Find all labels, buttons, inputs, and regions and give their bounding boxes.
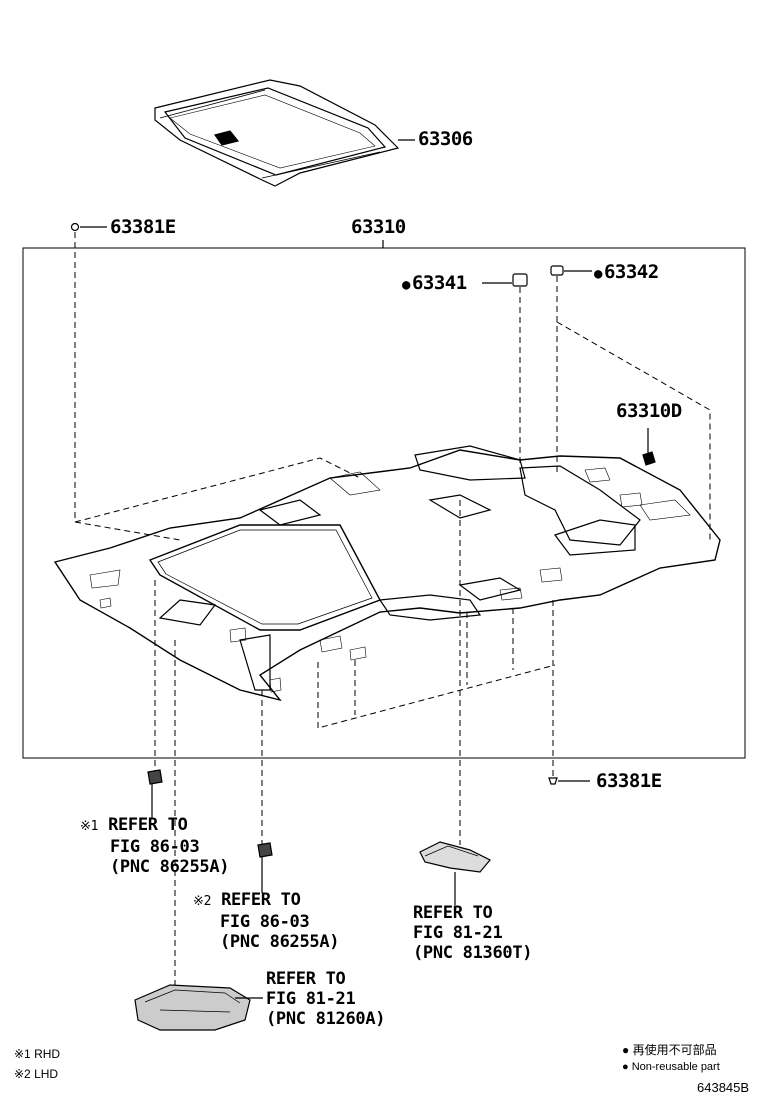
label-63341: 63341 [402, 273, 467, 295]
label-63310D: 63310D [616, 400, 682, 422]
bullet-icon: ● [622, 1043, 630, 1057]
reference-3: REFER TO FIG 81-21 (PNC 81360T) [413, 903, 533, 963]
reference-1: ※1 REFER TO FIG 86-03 (PNC 86255A) [80, 815, 230, 877]
clip-63342 [550, 265, 564, 276]
note-rhd: ※1 RHD [14, 1047, 61, 1061]
label-63381E-bottom: 63381E [596, 770, 662, 792]
reference-2: ※2 REFER TO FIG 86-03 (PNC 86255A) [193, 890, 340, 952]
clip-63381E-top [70, 222, 80, 232]
map-light-81260A [134, 984, 251, 1031]
bullet-icon: ● [622, 1061, 629, 1073]
label-63342: 63342 [594, 262, 659, 284]
label-63381E-top: 63381E [110, 216, 176, 238]
legend-jp: ● 再使用不可部品 [622, 1043, 717, 1057]
clip-ref2 [257, 842, 273, 858]
reference-4: REFER TO FIG 81-21 (PNC 81260A) [266, 969, 386, 1029]
figure-id: 643845B [697, 1080, 750, 1095]
dome-light-81360T [419, 841, 491, 873]
clip-63341 [512, 273, 528, 287]
clip-ref1 [147, 769, 163, 785]
guide-lines [74, 232, 711, 990]
label-63310: 63310 [351, 216, 406, 238]
clip-63381E-bottom [548, 777, 558, 785]
headliner-part [53, 445, 721, 702]
note-lhd: ※2 LHD [14, 1067, 59, 1081]
sunshade-part [154, 79, 400, 187]
label-63306: 63306 [418, 128, 473, 150]
legend-en: ● Non-reusable part [622, 1061, 720, 1073]
assembly-frame [22, 247, 746, 759]
